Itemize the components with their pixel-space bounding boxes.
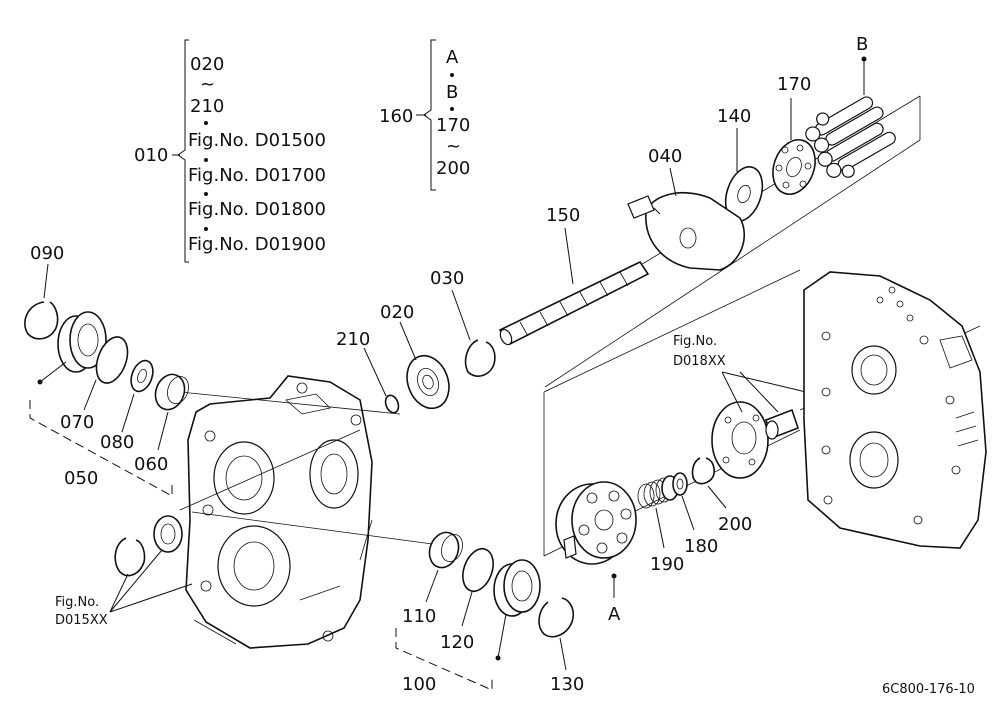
cylinder-block <box>555 481 637 565</box>
axis-line-upper <box>159 389 401 415</box>
separator-dot <box>204 192 208 196</box>
fig-no-d01900: Fig.No. D01900 <box>188 234 326 255</box>
part-label-210: 210 <box>336 329 370 350</box>
washer-180 <box>672 472 688 496</box>
part-label-030: 030 <box>430 268 464 289</box>
ref-d018xx: D018XX <box>673 354 726 369</box>
group-100-bracket <box>395 628 493 691</box>
separator-dot <box>204 227 208 231</box>
retainer-plate-170 <box>772 139 816 195</box>
part-label-120: 120 <box>440 632 474 653</box>
bushing-110 <box>428 531 463 569</box>
part-label-130: 130 <box>550 674 584 695</box>
group-050-bracket <box>29 400 173 497</box>
snap-ring-090 <box>24 301 59 340</box>
ref-fig-no-lower-left: Fig.No. <box>55 595 99 610</box>
snap-ring-lower-left <box>114 537 146 577</box>
valve-plate <box>711 401 769 479</box>
separator-dot <box>204 121 208 125</box>
o-ring-070 <box>95 336 129 384</box>
fig-no-d01500: Fig.No. D01500 <box>188 130 326 151</box>
part-label-050: 050 <box>64 468 98 489</box>
part-label-100: 100 <box>402 674 436 695</box>
part-label-010: 010 <box>134 145 168 166</box>
snap-ring-200 <box>691 457 715 485</box>
range-start-020: 020 <box>190 54 224 75</box>
separator-dot <box>450 73 454 77</box>
part-label-140: 140 <box>717 106 751 127</box>
o-ring-120 <box>462 547 494 593</box>
range-tilde: ~ <box>200 74 215 95</box>
part-label-040: 040 <box>648 146 682 167</box>
retaining-ring-210 <box>384 394 400 414</box>
fig-no-d01800: Fig.No. D01800 <box>188 199 326 220</box>
range-end-210: 210 <box>190 96 224 117</box>
fig-no-d01700: Fig.No. D01700 <box>188 165 326 186</box>
part-label-180: 180 <box>684 536 718 557</box>
spring-190 <box>637 475 679 509</box>
marker-a-bottom: A <box>608 604 621 625</box>
part-label-070: 070 <box>60 412 94 433</box>
swash-plate-040 <box>627 191 745 271</box>
bearing-080 <box>130 359 154 393</box>
part-label-160: 160 <box>379 106 413 127</box>
drawing-code: 6C800-176-10 <box>882 682 975 697</box>
marker-b: B <box>856 34 868 55</box>
group-160-b: B <box>446 82 458 103</box>
group-160-bracket <box>416 39 436 191</box>
separator-dot <box>204 158 208 162</box>
ref-d015xx: D015XX <box>55 613 108 628</box>
bearing-020 <box>406 354 450 410</box>
pump-shaft-150 <box>498 260 650 346</box>
group-160-a: A <box>446 47 459 68</box>
separator-dot <box>450 107 454 111</box>
part-label-170: 170 <box>777 74 811 95</box>
part-label-200: 200 <box>718 514 752 535</box>
part-label-150: 150 <box>546 205 580 226</box>
axis-line-lower <box>191 511 441 546</box>
bushing-lower-left <box>153 515 183 553</box>
piston-set <box>805 96 896 178</box>
group-160-170: 170 <box>436 115 470 136</box>
part-label-110: 110 <box>402 606 436 627</box>
part-label-090: 090 <box>30 243 64 264</box>
snap-ring-130 <box>538 597 575 638</box>
group-160-tilde: ~ <box>446 136 461 157</box>
part-label-080: 080 <box>100 432 134 453</box>
seal-holder-100 <box>493 559 541 617</box>
part-label-060: 060 <box>134 454 168 475</box>
housing-case <box>185 375 373 649</box>
ref-fig-no-right: Fig.No. <box>673 334 717 349</box>
group-010-bracket <box>172 39 189 263</box>
bushing-060 <box>154 373 189 411</box>
seal-holder-050 <box>57 311 107 373</box>
part-label-190: 190 <box>650 554 684 575</box>
group-160-200: 200 <box>436 158 470 179</box>
snap-ring-030 <box>464 339 496 377</box>
needle-bearing <box>764 408 800 440</box>
part-label-020: 020 <box>380 302 414 323</box>
motor-housing <box>803 271 987 549</box>
